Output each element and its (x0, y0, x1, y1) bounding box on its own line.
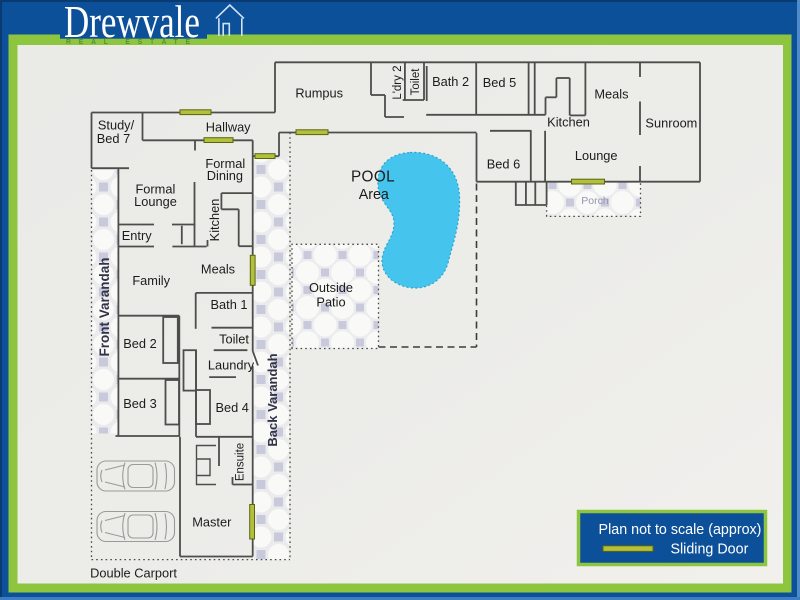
svg-text:Porch: Porch (581, 195, 609, 207)
svg-text:Meals: Meals (594, 87, 628, 102)
svg-text:Toilet: Toilet (219, 332, 249, 347)
svg-text:Bed 4: Bed 4 (215, 400, 248, 415)
svg-text:Kitchen: Kitchen (547, 115, 590, 130)
svg-text:Double Carport: Double Carport (90, 566, 177, 581)
svg-text:L'dry 2: L'dry 2 (392, 66, 404, 100)
svg-text:Toilet: Toilet (410, 68, 422, 96)
svg-text:Master: Master (192, 515, 232, 530)
svg-text:Bath 1: Bath 1 (211, 297, 248, 312)
svg-text:Drewvale: Drewvale (64, 0, 200, 47)
svg-text:Dining: Dining (207, 168, 243, 183)
svg-text:Bed 7: Bed 7 (97, 131, 130, 146)
svg-text:Patio: Patio (316, 295, 345, 310)
svg-text:Lounge: Lounge (134, 194, 177, 209)
svg-text:Ensuite: Ensuite (235, 443, 247, 481)
svg-text:Rumpus: Rumpus (295, 86, 343, 101)
svg-text:Bed 3: Bed 3 (123, 396, 156, 411)
svg-text:Front Varandah: Front Varandah (97, 257, 112, 356)
svg-text:Formal: Formal (205, 156, 245, 171)
svg-text:Meals: Meals (201, 262, 235, 277)
svg-text:Bath 2: Bath 2 (432, 74, 469, 89)
svg-text:REAL ESTATE: REAL ESTATE (66, 39, 198, 46)
svg-text:Study/: Study/ (98, 118, 135, 133)
svg-text:Plan not to scale (approx): Plan not to scale (approx) (599, 522, 762, 538)
svg-text:Kitchen: Kitchen (207, 199, 222, 242)
svg-text:Outside: Outside (309, 280, 353, 295)
svg-text:Sliding Door: Sliding Door (670, 542, 748, 558)
svg-text:Bed 2: Bed 2 (123, 336, 156, 351)
svg-text:Family: Family (132, 273, 170, 288)
svg-text:Bed 5: Bed 5 (483, 75, 516, 90)
svg-text:Back Varandah: Back Varandah (265, 353, 280, 446)
svg-text:Laundry: Laundry (208, 358, 255, 373)
svg-text:Hallway: Hallway (206, 120, 251, 135)
svg-text:Sunroom: Sunroom (645, 116, 697, 131)
svg-text:Area: Area (359, 187, 389, 203)
svg-text:Entry: Entry (122, 228, 152, 243)
svg-text:Formal: Formal (135, 182, 175, 197)
svg-text:POOL: POOL (351, 168, 395, 185)
svg-text:Bed 6: Bed 6 (487, 157, 520, 172)
svg-text:Lounge: Lounge (575, 148, 618, 163)
